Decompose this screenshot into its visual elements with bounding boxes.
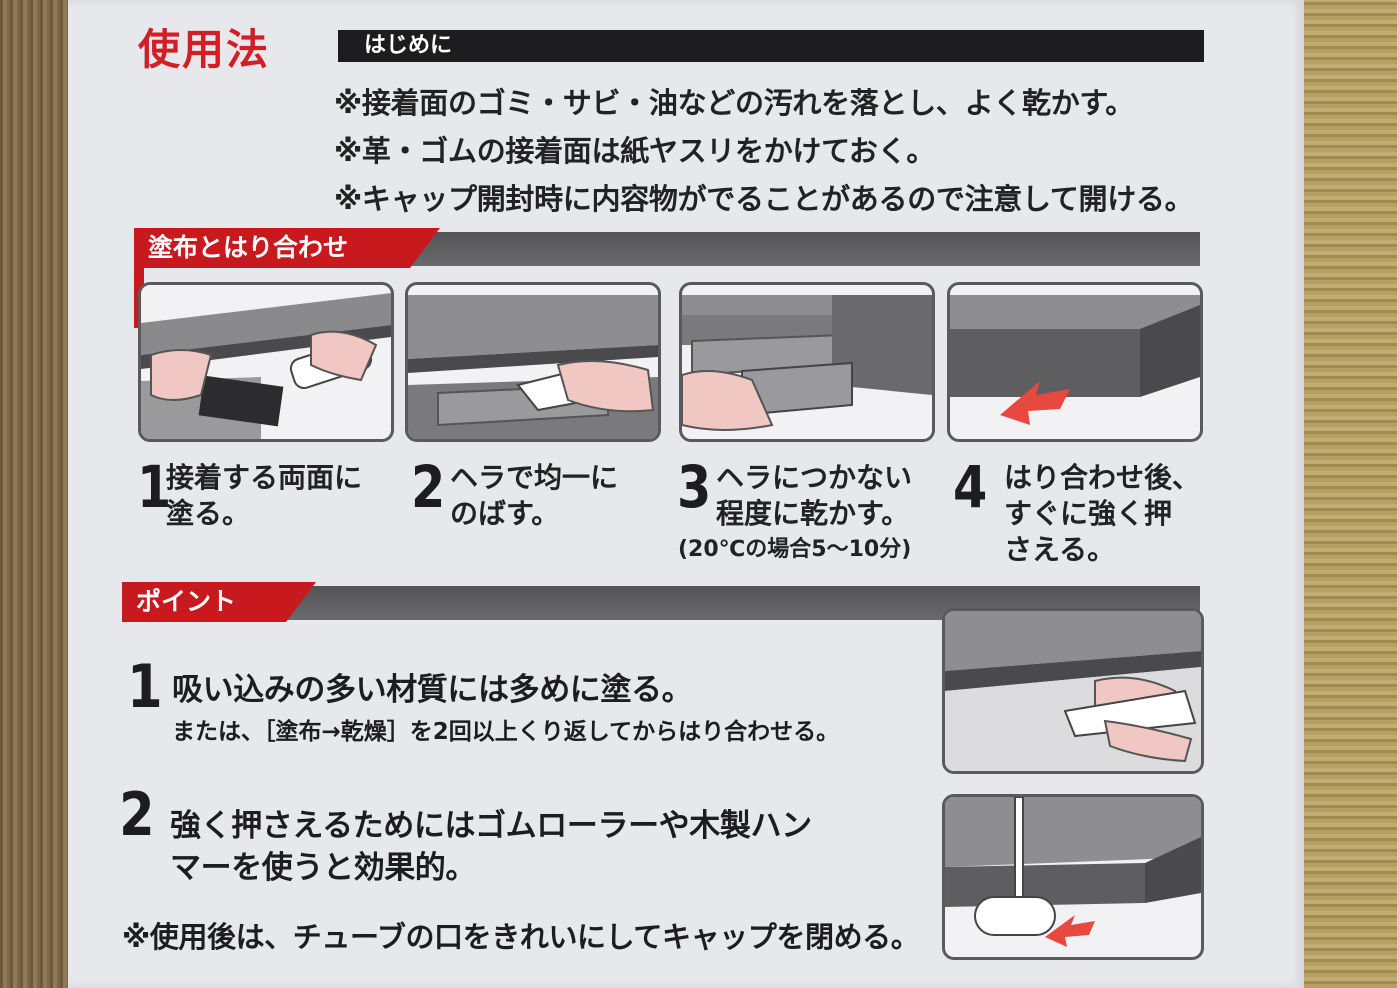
application-section-title: 塗布とはり合わせ bbox=[148, 233, 349, 262]
point-2-number: 2 bbox=[119, 780, 155, 850]
step-3-number: 3 bbox=[677, 453, 712, 521]
step-4-line-3: さえる。 bbox=[1004, 533, 1116, 566]
apply-generously-icon bbox=[945, 611, 1201, 771]
press-together-icon bbox=[950, 295, 1200, 425]
intro-note-2: ※革・ゴムの接着面は紙ヤスリをかけておく。 bbox=[334, 134, 936, 168]
point-1-panel bbox=[942, 608, 1204, 774]
step-1-text: 接着する両面に 塗る。 bbox=[166, 460, 362, 532]
step-3-text: ヘラにつかない 程度に乾かす。 (20℃の場合5〜10分) bbox=[678, 460, 913, 568]
point-2-line-2: マーを使うと効果的。 bbox=[170, 850, 476, 886]
application-section-tag: 塗布とはり合わせ bbox=[134, 228, 440, 268]
step-2-line-1: ヘラで均一に bbox=[450, 461, 619, 494]
step-2-panel bbox=[405, 282, 661, 442]
step-1-line-2: 塗る。 bbox=[166, 497, 251, 530]
application-band bbox=[380, 232, 1200, 266]
point-2-line-1: 強く押さえるためにはゴムローラーや木製ハン bbox=[170, 808, 812, 844]
page-title: 使用法 bbox=[138, 25, 271, 74]
intro-note-3: ※キャップ開封時に内容物がでることがあるので注意して開ける。 bbox=[334, 182, 1194, 216]
apply-both-surfaces-icon bbox=[141, 293, 391, 439]
background-mat-left bbox=[0, 0, 72, 988]
step-2-text: ヘラで均一に のばす。 bbox=[450, 460, 618, 532]
step-4-line-1: はり合わせ後、 bbox=[1004, 461, 1201, 494]
spread-with-spatula-icon bbox=[408, 295, 658, 439]
step-4-number: 4 bbox=[953, 453, 988, 521]
intro-bar bbox=[338, 30, 1204, 62]
step-4-text: はり合わせ後、 すぐに強く押 さえる。 bbox=[1004, 460, 1200, 568]
intro-label: はじめに bbox=[364, 33, 453, 58]
point-1-number: 1 bbox=[127, 652, 163, 722]
background-mat-right bbox=[1300, 0, 1397, 988]
step-2-number: 2 bbox=[411, 453, 446, 521]
step-3-line-1: ヘラにつかない bbox=[716, 461, 913, 494]
point-1-text: 吸い込みの多い材質には多めに塗る。 bbox=[172, 672, 693, 708]
dry-surface-icon bbox=[682, 295, 932, 431]
step-4-line-2: すぐに強く押 bbox=[1004, 497, 1173, 530]
step-3-note: (20℃の場合5〜10分) bbox=[678, 537, 912, 562]
point-2-panel bbox=[942, 794, 1204, 960]
points-section-tag: ポイント bbox=[122, 582, 316, 622]
step-1-number: 1 bbox=[137, 453, 172, 521]
step-1-line-1: 接着する両面に bbox=[166, 461, 363, 494]
intro-note-1: ※接着面のゴミ・サビ・油などの汚れを落とし、よく乾かす。 bbox=[334, 86, 1134, 120]
step-3-panel bbox=[679, 282, 935, 442]
step-4-panel bbox=[947, 282, 1203, 442]
usage-footer-note: ※使用後は、チューブの口をきれいにしてキャップを閉める。 bbox=[122, 920, 920, 954]
step-1-panel bbox=[138, 282, 394, 442]
points-section-title: ポイント bbox=[136, 587, 237, 616]
point-1-subtext: または、［塗布→乾燥］を2回以上くり返してからはり合わせる。 bbox=[172, 719, 840, 745]
hammer-press-icon bbox=[945, 797, 1201, 947]
step-2-line-2: のばす。 bbox=[450, 497, 560, 530]
step-3-line-2: 程度に乾かす。 bbox=[716, 497, 910, 530]
